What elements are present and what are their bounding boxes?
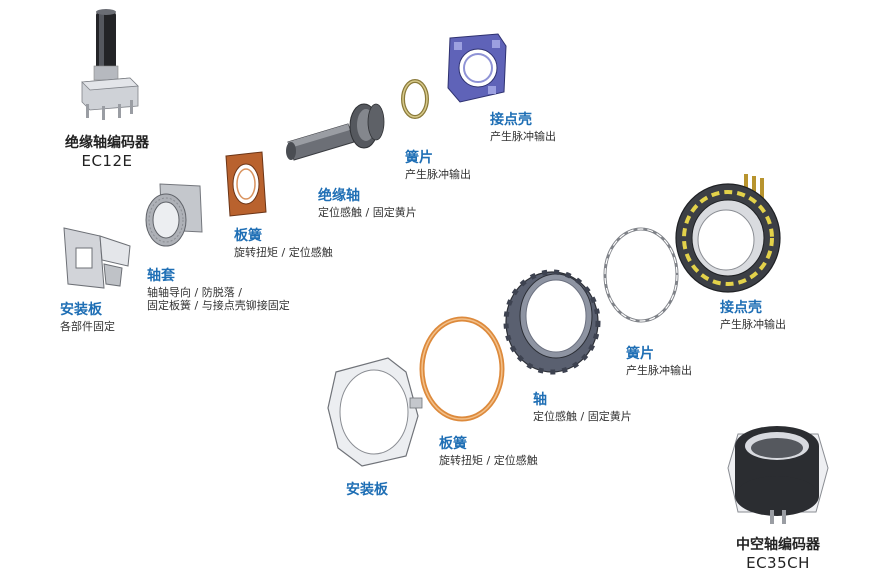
label-hollow-shaft-title: 轴: [533, 392, 547, 408]
label-mount-plate-1-title: 安装板: [60, 302, 102, 318]
label-insulated-shaft-title: 绝缘轴: [318, 188, 360, 204]
label-spring-2-title: 簧片: [626, 346, 654, 362]
ec35ch-model: EC35CH: [746, 554, 810, 572]
label-bushing: 轴套 轴轴导向 / 防脱落 / 固定板簧 / 与接点壳铆接固定: [147, 268, 290, 313]
label-leaf-spring-1: 板簧 旋转扭矩 / 定位感触: [234, 228, 333, 259]
label-insulated-shaft: 绝缘轴 定位感触 / 固定黄片: [318, 188, 417, 219]
label-contact-shell-1-desc: 产生脉冲输出: [490, 129, 556, 143]
label-hollow-shaft-desc: 定位感触 / 固定黄片: [533, 409, 632, 423]
ec35ch-name: 中空轴编码器: [736, 537, 820, 553]
label-spring-1: 簧片 产生脉冲输出: [405, 150, 471, 181]
bushing-image: [140, 180, 206, 252]
label-leaf-spring-2: 板簧 旋转扭矩 / 定位感触: [439, 436, 538, 467]
label-contact-shell-2: 接点壳 产生脉冲输出: [720, 300, 786, 331]
label-leaf-spring-1-desc: 旋转扭矩 / 定位感触: [234, 245, 333, 259]
label-spring-1-desc: 产生脉冲输出: [405, 167, 471, 181]
ec12e-encoder-image: [72, 6, 144, 124]
label-insulated-shaft-desc: 定位感触 / 固定黄片: [318, 205, 417, 219]
label-bushing-desc1: 轴轴导向 / 防脱落 /: [147, 285, 242, 299]
spring-2-image: [598, 222, 684, 328]
mount-plate-1-image: [54, 224, 134, 296]
label-mount-plate-2-title: 安装板: [346, 482, 388, 498]
label-spring-1-title: 簧片: [405, 150, 433, 166]
label-spring-2-desc: 产生脉冲输出: [626, 363, 692, 377]
ec12e-caption: 绝缘轴编码器 EC12E: [52, 132, 162, 170]
ec35ch-encoder-image: [722, 412, 832, 528]
contact-shell-2-image: [668, 170, 788, 298]
label-mount-plate-2: 安装板: [346, 482, 388, 500]
label-contact-shell-1-title: 接点壳: [490, 112, 532, 128]
label-bushing-title: 轴套: [147, 268, 175, 284]
insulated-shaft-image: [282, 98, 390, 168]
label-hollow-shaft: 轴 定位感触 / 固定黄片: [533, 392, 632, 423]
label-mount-plate-1: 安装板 各部件固定: [60, 302, 115, 333]
label-leaf-spring-2-title: 板簧: [439, 436, 467, 452]
mount-plate-2-image: [322, 352, 430, 472]
label-bushing-desc2: 固定板簧 / 与接点壳铆接固定: [147, 299, 290, 313]
label-contact-shell-1: 接点壳 产生脉冲输出: [490, 112, 556, 143]
leaf-spring-1-image: [222, 150, 268, 218]
label-leaf-spring-2-desc: 旋转扭矩 / 定位感触: [439, 453, 538, 467]
label-mount-plate-1-desc: 各部件固定: [60, 319, 115, 333]
hollow-shaft-image: [498, 262, 610, 378]
contact-shell-1-image: [440, 30, 512, 106]
spring-1-image: [398, 76, 432, 122]
label-contact-shell-2-desc: 产生脉冲输出: [720, 317, 786, 331]
leaf-spring-2-image: [414, 312, 510, 426]
ec12e-name: 绝缘轴编码器: [65, 135, 149, 151]
ec35ch-caption: 中空轴编码器 EC35CH: [718, 534, 838, 572]
label-spring-2: 簧片 产生脉冲输出: [626, 346, 692, 377]
label-leaf-spring-1-title: 板簧: [234, 228, 262, 244]
label-contact-shell-2-title: 接点壳: [720, 300, 762, 316]
ec12e-model: EC12E: [81, 152, 133, 170]
